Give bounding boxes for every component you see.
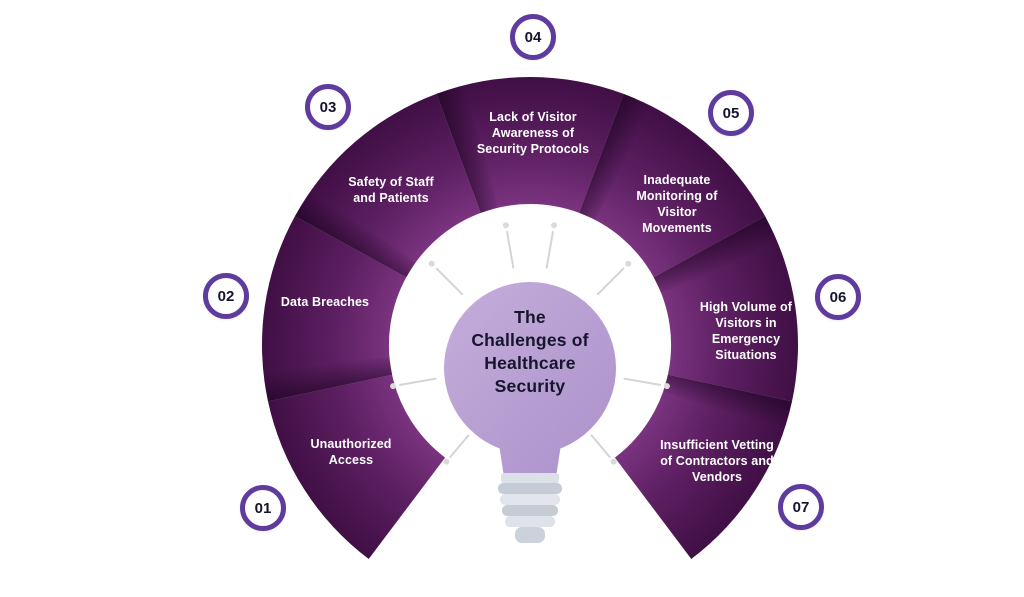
bulb-cap-thread	[498, 483, 562, 494]
number-badge-06: 06	[815, 274, 861, 320]
number-badge-05: 05	[708, 90, 754, 136]
shadow-wedge	[663, 374, 792, 433]
segment-07-shape	[614, 374, 792, 559]
ray-dot	[390, 383, 397, 390]
number-badge-02: 02	[203, 273, 249, 319]
number-badge-07: 07	[778, 484, 824, 530]
lightbulb-icon	[444, 282, 616, 543]
ray	[623, 377, 661, 386]
number-badge-03: 03	[305, 84, 351, 130]
ray-dot	[502, 222, 509, 229]
segment-label-01: Unauthorized Access	[310, 437, 392, 467]
bulb-cap-tip	[515, 527, 545, 543]
segment-label-04: Lack of Visitor Awareness of Security Pr…	[476, 110, 590, 156]
bulb-cap-collar	[501, 473, 559, 483]
segment-label-05: Inadequate Monitoring of Visitor Movemen…	[636, 173, 718, 235]
number-badge-04: 04	[510, 14, 556, 60]
segment-label-02: Data Breaches	[280, 295, 370, 309]
light-rays	[390, 222, 670, 465]
segment-boundary-shadows	[263, 84, 792, 433]
ray-dot	[551, 222, 558, 229]
shadow-wedge	[436, 84, 498, 213]
ray	[545, 231, 554, 269]
ray	[449, 434, 470, 458]
center-title: The Challenges of Healthcare Security	[471, 306, 589, 397]
segment-02-shape	[261, 216, 407, 402]
ray	[590, 434, 611, 458]
ray-dot	[610, 458, 617, 465]
bulb-neck	[496, 425, 564, 477]
shadow-wedge	[653, 216, 779, 293]
shadow-wedge	[579, 93, 654, 220]
shadow-wedge	[263, 357, 393, 402]
ray-dot	[625, 260, 632, 267]
bulb-cap-thread	[505, 516, 555, 527]
ray-dot	[428, 260, 435, 267]
ray	[596, 267, 625, 296]
bulb-glass	[444, 282, 616, 454]
ray	[435, 267, 464, 296]
shadow-wedge	[294, 188, 416, 278]
bulb-cap-thread	[500, 494, 560, 505]
ray	[399, 377, 437, 386]
segment-label-03: Safety of Staff and Patients	[348, 175, 434, 205]
ray	[506, 231, 515, 269]
segment-01-shape	[268, 374, 446, 559]
ray-dots	[390, 222, 670, 465]
ray-dot	[443, 458, 450, 465]
segment-label-06: High Volume of Visitors in Emergency Sit…	[699, 300, 793, 362]
bulb-cap-thread	[502, 505, 558, 516]
segment-label-07: Insufficient Vetting of Contractors and …	[660, 438, 774, 484]
number-badge-01: 01	[240, 485, 286, 531]
ray-dot	[663, 383, 670, 390]
